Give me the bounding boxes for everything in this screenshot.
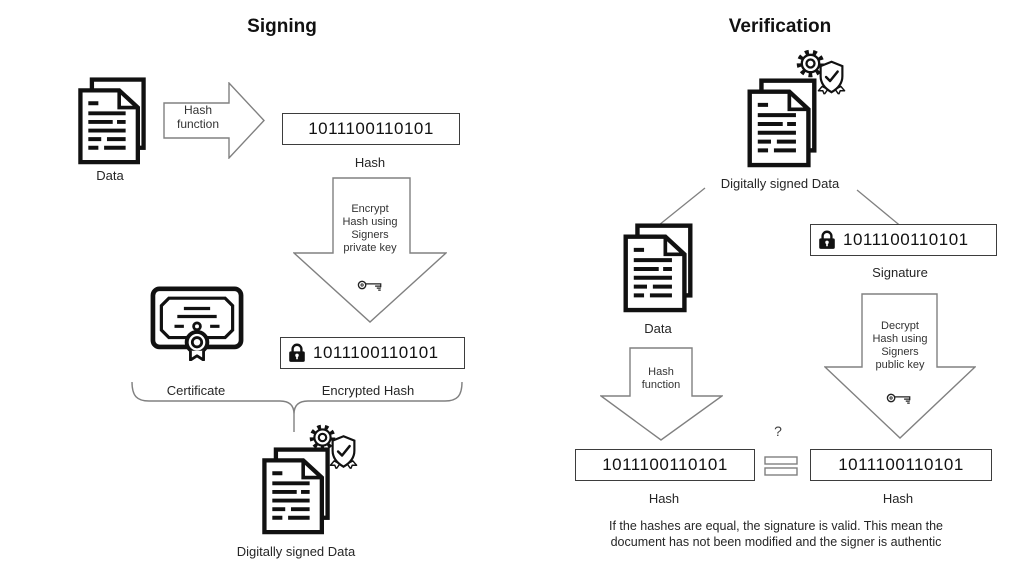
- shield-check-icon: [817, 59, 846, 95]
- document-icon: [76, 76, 148, 165]
- connector-line-right: [856, 189, 904, 229]
- certificate-icon: [150, 286, 244, 361]
- decrypt-arrow: [824, 293, 976, 439]
- hash-function-arrow: [163, 82, 265, 159]
- hash-label-right: Hash: [882, 491, 914, 506]
- document-icon: [260, 446, 332, 535]
- signature-label: Signature: [872, 265, 928, 280]
- encrypt-arrow: [293, 177, 447, 323]
- signed-data-label: Digitally signed Data: [720, 176, 840, 191]
- document-icon: [745, 77, 819, 168]
- brace-down: [131, 381, 463, 432]
- encrypted-hash-label: Encrypted Hash: [321, 383, 415, 398]
- key-icon: [357, 278, 383, 292]
- encrypted-hash-value-box: 1011100110101: [280, 337, 465, 369]
- lock-icon: [816, 229, 838, 251]
- hash-function-arrow-text: Hash function: [641, 366, 681, 391]
- equals-icon: [764, 456, 798, 476]
- hash-label: Hash: [354, 155, 386, 170]
- hash-value-box-right: 1011100110101: [810, 449, 992, 481]
- hash-label-left: Hash: [648, 491, 680, 506]
- shield-check-icon: [329, 434, 358, 469]
- hash-function-arrow: [600, 347, 723, 441]
- question-mark: ?: [774, 423, 782, 439]
- data-label: Data: [644, 321, 672, 336]
- key-icon: [886, 391, 912, 405]
- lock-icon: [286, 342, 308, 364]
- hash-value-box-left: 1011100110101: [575, 449, 755, 481]
- signature-value-box: 1011100110101: [810, 224, 997, 256]
- verification-title: Verification: [728, 16, 832, 37]
- decrypt-arrow-text: Decrypt Hash using Signers public key: [872, 320, 928, 371]
- hash-function-arrow-text: Hash function: [176, 103, 220, 131]
- validity-note: If the hashes are equal, the signature i…: [609, 519, 943, 549]
- connector-line-left: [658, 187, 706, 226]
- data-label: Data: [96, 168, 124, 183]
- document-icon: [621, 222, 695, 313]
- encrypt-arrow-text: Encrypt Hash using Signers private key: [342, 203, 398, 254]
- signed-data-label: Digitally signed Data: [236, 544, 356, 559]
- signing-title: Signing: [247, 16, 317, 37]
- certificate-label: Certificate: [166, 383, 226, 398]
- hash-value-box: 1011100110101: [282, 113, 460, 145]
